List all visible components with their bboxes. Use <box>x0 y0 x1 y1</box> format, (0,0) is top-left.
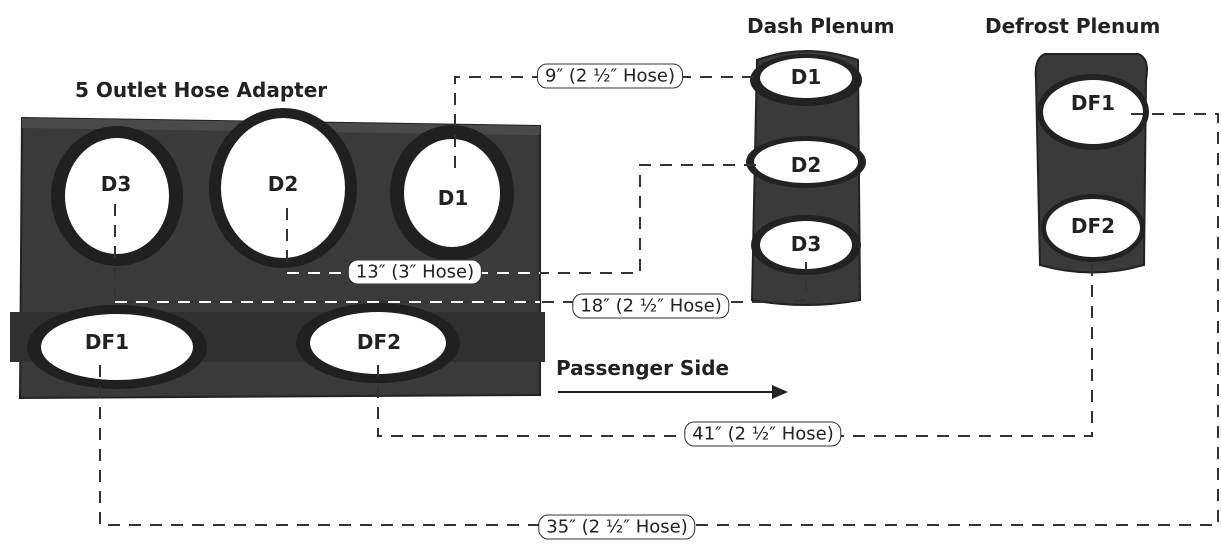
dash-d3-label: D3 <box>791 232 822 256</box>
adapter-d2-label: D2 <box>268 172 299 196</box>
passenger-side-label: Passenger Side <box>556 356 729 380</box>
hose-label-df1: 35″ (2 ½″ Hose) <box>538 515 695 540</box>
hose-label-d1: 9″ (2 ½″ Hose) <box>537 64 683 89</box>
hose-label-d3: 18″ (2 ½″ Hose) <box>572 294 729 319</box>
defrost-plenum-title: Defrost Plenum <box>985 14 1160 38</box>
hose-adapter <box>10 108 545 398</box>
dash-d2-label: D2 <box>791 153 822 177</box>
adapter-outlet-d3 <box>65 138 169 254</box>
defrost-df1-label: DF1 <box>1071 91 1115 115</box>
hose-label-df2: 41″ (2 ½″ Hose) <box>684 422 841 447</box>
adapter-df1-label: DF1 <box>85 330 129 354</box>
dash-plenum-title: Dash Plenum <box>747 14 895 38</box>
adapter-d1-label: D1 <box>438 186 469 210</box>
dash-d1-label: D1 <box>791 65 822 89</box>
defrost-plenum <box>1036 54 1149 273</box>
passenger-side-arrow <box>558 385 788 399</box>
adapter-title: 5 Outlet Hose Adapter <box>75 78 327 102</box>
adapter-df2-label: DF2 <box>357 330 401 354</box>
adapter-d3-label: D3 <box>101 172 132 196</box>
hose-label-d2: 13″ (3″ Hose) <box>348 260 482 285</box>
defrost-df2-label: DF2 <box>1071 214 1115 238</box>
